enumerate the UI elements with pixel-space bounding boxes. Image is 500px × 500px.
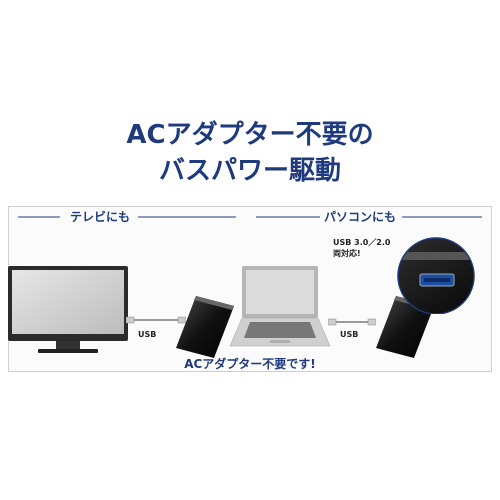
section-label-pc: パソコンにも — [323, 210, 396, 224]
footer-note: ACアダプター不要です! — [184, 357, 316, 371]
hard-drive-icon — [176, 296, 234, 358]
pc-usb-cable-icon — [328, 318, 376, 326]
usb-version-callout-line-1: USB 3.0／2.0 — [333, 238, 391, 247]
laptop-icon — [230, 266, 330, 347]
headline-line-2: バスパワー駆動 — [158, 156, 341, 186]
section-dividers — [18, 216, 482, 218]
headline-line-1: ACアダプター不要の — [126, 120, 374, 150]
pc-usb-label: USB — [340, 330, 359, 339]
section-label-tv: テレビにも — [69, 210, 130, 224]
tv-icon — [8, 266, 128, 353]
tv-usb-cable-icon — [126, 316, 186, 324]
usb-version-callout-line-2: 両対応! — [333, 249, 361, 258]
tv-usb-label: USB — [138, 330, 157, 339]
usb-port-closeup-icon — [397, 237, 475, 314]
